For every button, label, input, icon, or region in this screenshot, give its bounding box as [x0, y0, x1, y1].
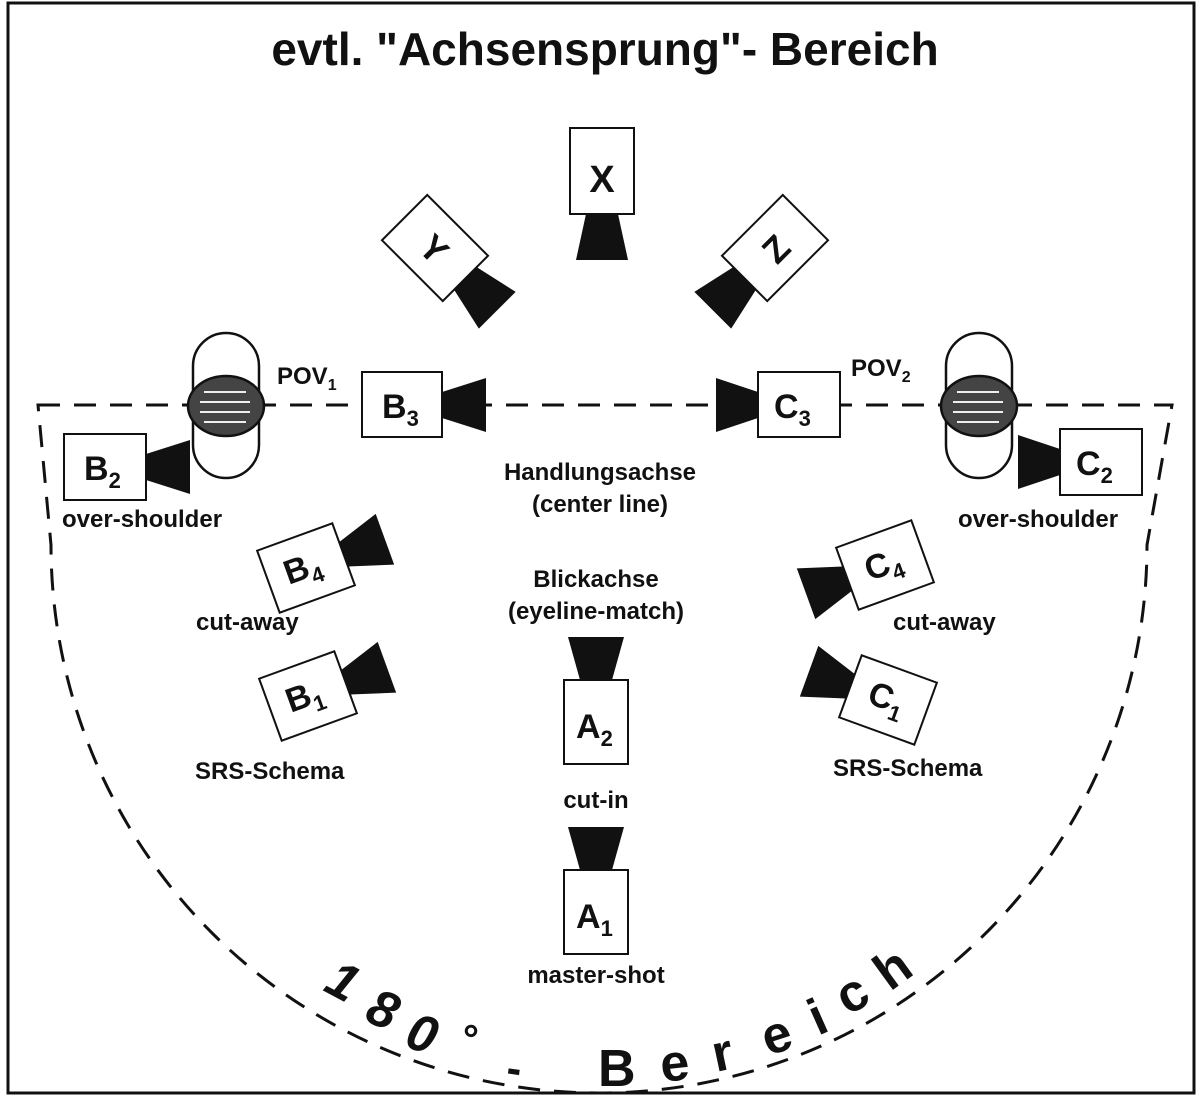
arc-char: r: [706, 1023, 738, 1084]
arc-char: 0: [399, 1002, 445, 1066]
camera-z: Z: [694, 193, 830, 329]
srs-left-label: SRS-Schema: [195, 758, 345, 785]
camera-c1: C1: [799, 645, 939, 746]
arc-char: e: [754, 1003, 799, 1067]
camera-b2: B2: [63, 433, 190, 501]
arc-char: -: [504, 1043, 525, 1094]
svg-text:B2: B2: [84, 450, 121, 493]
camera-c3: C3: [716, 371, 841, 438]
arc-char: i: [799, 988, 836, 1047]
person-left: [186, 331, 266, 480]
person-right: [939, 331, 1019, 480]
arc-char: 8: [358, 978, 407, 1043]
srs-right-label: SRS-Schema: [833, 755, 983, 782]
arc-char: B: [598, 1040, 636, 1095]
over-shoulder-left-label: over-shoulder: [62, 506, 222, 533]
svg-text:A1: A1: [576, 898, 613, 941]
camera-b4: B4: [255, 513, 395, 614]
svg-text:C2: C2: [1076, 445, 1113, 488]
camera-b3: B3: [361, 371, 486, 438]
svg-text:X: X: [589, 159, 615, 201]
arc-char: °: [456, 1016, 482, 1063]
arc-char: e: [657, 1033, 692, 1094]
svg-text:C3: C3: [774, 388, 811, 431]
camera-c4: C4: [796, 519, 936, 620]
center-line-label: (center line): [532, 491, 668, 518]
cut-in-label: cut-in: [563, 787, 628, 814]
diagram-title: evtl. "Achsensprung"- Bereich: [271, 23, 938, 75]
camera-b1: B1: [257, 641, 397, 742]
cut-away-right-label: cut-away: [893, 609, 996, 636]
arc-char: 1: [316, 949, 369, 1014]
handlungsachse-label: Handlungsachse: [504, 459, 696, 486]
cut-away-left-label: cut-away: [196, 609, 299, 636]
arc-char: c: [825, 962, 879, 1027]
180-bereich-label: 1 8 0 ° - B e r e i c h: [316, 936, 922, 1095]
camera-c2: C2: [1018, 428, 1143, 496]
pov2-label: POV2: [851, 355, 911, 386]
svg-text:A2: A2: [576, 708, 613, 751]
camera-a1: A1: [563, 827, 629, 955]
camera-x: X: [569, 127, 635, 260]
eyeline-label: (eyeline-match): [508, 598, 684, 625]
blickachse-label: Blickachse: [533, 566, 658, 593]
180-degree-zone: [36, 403, 1174, 1095]
svg-text:B3: B3: [382, 388, 419, 431]
over-shoulder-right-label: over-shoulder: [958, 506, 1118, 533]
camera-y: Y: [380, 193, 516, 329]
master-shot-label: master-shot: [527, 962, 664, 989]
pov1-label: POV1: [277, 363, 337, 394]
camera-a2: A2: [563, 637, 629, 765]
